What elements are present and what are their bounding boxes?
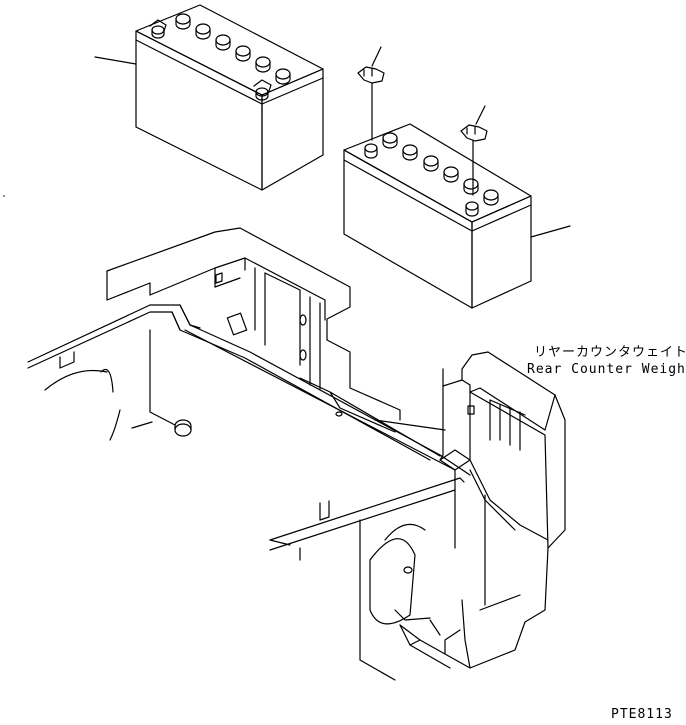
counterweight <box>395 352 565 668</box>
battery-left-terminal-icon <box>150 20 271 100</box>
part-name-english: Rear Counter Weight <box>527 362 686 377</box>
stray-dot <box>3 195 5 197</box>
battery-left <box>95 5 323 190</box>
battery-terminal-clamp-icon <box>358 47 487 195</box>
battery-right-terminal-icon <box>365 144 478 216</box>
battery-right-leader <box>531 226 570 237</box>
battery-left-caps <box>176 14 290 84</box>
battery-right <box>344 124 570 308</box>
battery-right-caps <box>383 133 498 205</box>
battery-left-leader <box>95 57 136 64</box>
part-name-japanese: リヤーカウンタウェイト <box>534 345 686 360</box>
frame <box>28 228 470 680</box>
drawing-code: PTE8113 <box>611 707 673 722</box>
